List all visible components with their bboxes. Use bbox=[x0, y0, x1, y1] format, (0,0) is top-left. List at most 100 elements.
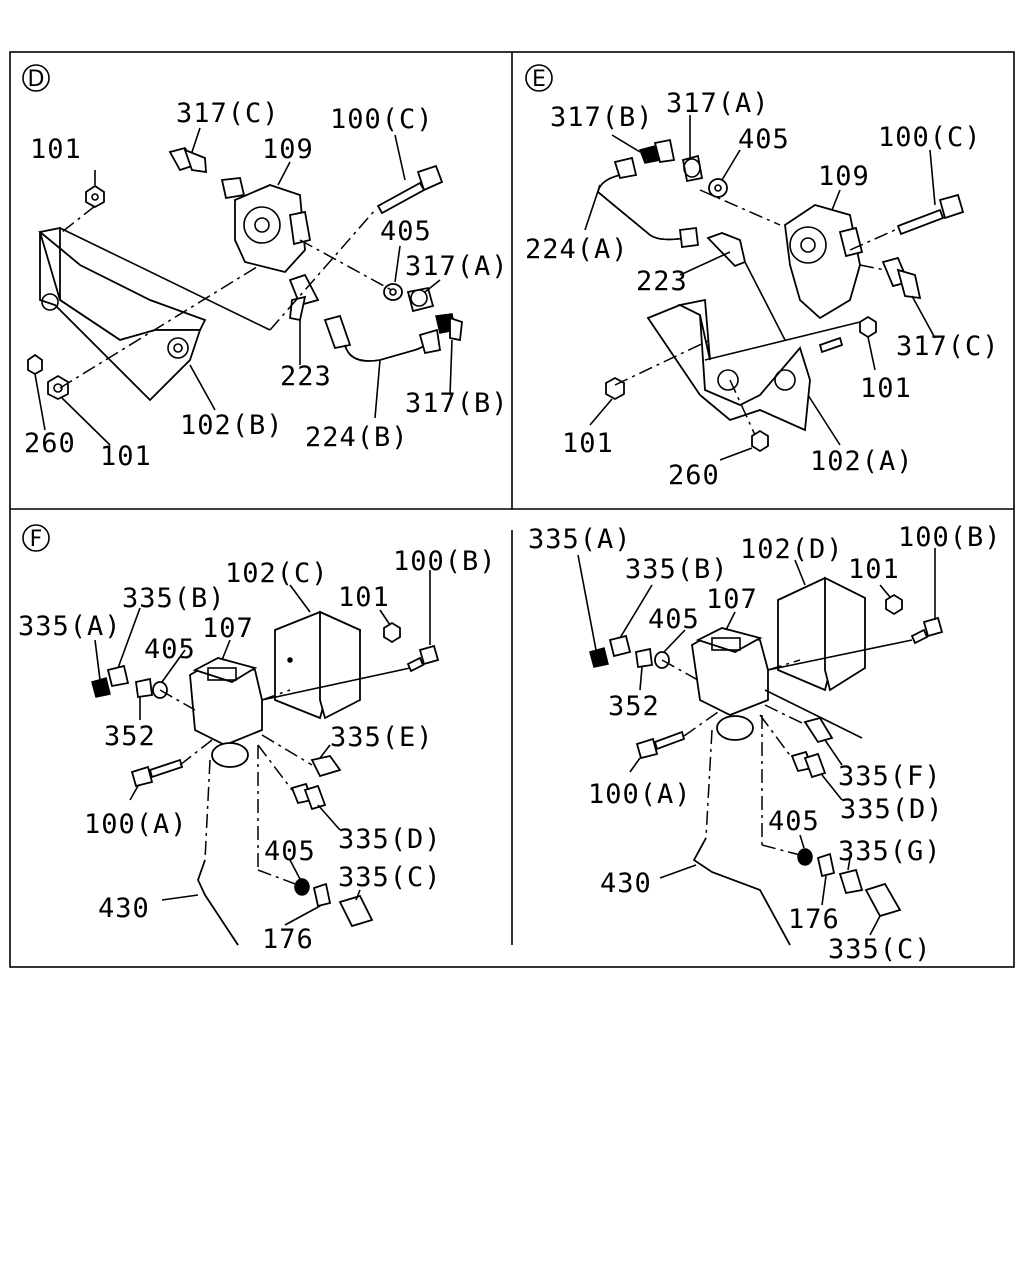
panel-d: D bbox=[22, 64, 509, 472]
label-101-d-top: 101 bbox=[30, 134, 82, 165]
bracket-102b bbox=[37, 226, 207, 402]
label-335a-f: 335(A) bbox=[18, 611, 122, 642]
label-317c-d: 317(C) bbox=[176, 98, 280, 129]
bolt-101-e-right-stem bbox=[818, 336, 844, 354]
fitting-176-g bbox=[816, 852, 836, 878]
label-109-d: 109 bbox=[262, 134, 314, 165]
label-335b-f: 335(B) bbox=[122, 583, 226, 614]
nut-101-e-left bbox=[605, 376, 625, 401]
label-260-e: 260 bbox=[668, 460, 720, 491]
fitting-317c-e bbox=[881, 256, 922, 300]
label-100b-g: 100(B) bbox=[898, 522, 1002, 553]
label-335d-g: 335(D) bbox=[840, 794, 944, 825]
label-335g: 335(G) bbox=[838, 836, 942, 867]
label-176-f: 176 bbox=[262, 924, 314, 955]
fitting-317a-d bbox=[406, 286, 435, 313]
fitting-335b-g bbox=[608, 634, 632, 658]
nut-101-f bbox=[383, 621, 401, 644]
label-335f: 335(F) bbox=[838, 761, 942, 792]
label-101-g: 101 bbox=[848, 554, 900, 585]
label-317a-d: 317(A) bbox=[405, 251, 509, 282]
fitting-317c bbox=[168, 146, 207, 174]
label-109-e: 109 bbox=[818, 161, 870, 192]
fitting-335d-f bbox=[290, 782, 327, 811]
label-224b: 224(B) bbox=[305, 422, 409, 453]
label-101-d-bottom: 101 bbox=[100, 441, 152, 472]
label-335b-g: 335(B) bbox=[625, 554, 729, 585]
svg-text:E: E bbox=[532, 67, 546, 92]
panel-e-badge: E bbox=[525, 64, 553, 92]
fitting-335d-g bbox=[790, 750, 827, 779]
label-430-f: 430 bbox=[98, 893, 150, 924]
label-405-e: 405 bbox=[738, 124, 790, 155]
label-317c-e: 317(C) bbox=[896, 331, 1000, 362]
fitting-176-f bbox=[312, 882, 332, 908]
label-102a: 102(A) bbox=[810, 446, 914, 477]
fitting-335a-f bbox=[91, 677, 111, 698]
fitting-223-e bbox=[706, 232, 747, 268]
label-335e: 335(E) bbox=[330, 722, 434, 753]
bracket-102a bbox=[646, 298, 811, 432]
fitting-335e bbox=[310, 754, 342, 778]
label-317a-e: 317(A) bbox=[666, 88, 770, 119]
label-335c-f: 335(C) bbox=[338, 862, 442, 893]
label-100c-e: 100(C) bbox=[878, 122, 982, 153]
label-223-e: 223 bbox=[636, 266, 688, 297]
label-352-f: 352 bbox=[104, 721, 156, 752]
hose-430-f bbox=[197, 859, 239, 946]
nut-101-d-top bbox=[85, 184, 105, 209]
label-100a-g: 100(A) bbox=[588, 779, 692, 810]
fitting-335c-f bbox=[338, 894, 374, 928]
label-102d: 102(D) bbox=[740, 534, 844, 565]
fitting-352-g bbox=[634, 647, 654, 669]
panel-f-badge: F bbox=[22, 524, 50, 552]
label-405-g-top: 405 bbox=[648, 604, 700, 635]
nut-260-e bbox=[751, 429, 769, 453]
label-223-d: 223 bbox=[280, 361, 332, 392]
label-176-g: 176 bbox=[788, 904, 840, 935]
panel-d-leaders bbox=[34, 127, 453, 446]
fitting-223-d bbox=[288, 273, 320, 322]
label-335c-g: 335(C) bbox=[828, 934, 932, 965]
fitting-335c-g bbox=[864, 882, 902, 918]
label-100c-d: 100(C) bbox=[330, 104, 434, 135]
nut-101-d-bottom bbox=[47, 374, 69, 401]
panel-d-badge: D bbox=[22, 64, 50, 92]
tube-224a bbox=[597, 156, 699, 249]
label-107-f: 107 bbox=[202, 613, 254, 644]
fitting-317b-e bbox=[639, 138, 676, 164]
label-224a: 224(A) bbox=[525, 234, 629, 265]
fitting-335a-g bbox=[589, 647, 609, 668]
fitting-335b-f bbox=[106, 664, 130, 688]
label-405-g-bottom: 405 bbox=[768, 806, 820, 837]
label-101-f: 101 bbox=[338, 582, 390, 613]
fitting-335g bbox=[838, 868, 864, 895]
washer-405-d bbox=[383, 283, 403, 301]
bolt-100a-f bbox=[130, 758, 184, 788]
label-317b-d: 317(B) bbox=[405, 388, 509, 419]
valve-109 bbox=[220, 177, 312, 274]
diagram-frame bbox=[9, 51, 1015, 968]
panel-f-leaders bbox=[94, 570, 431, 926]
label-352-g: 352 bbox=[608, 691, 660, 722]
label-405-d: 405 bbox=[380, 216, 432, 247]
label-100b-f: 100(B) bbox=[393, 546, 497, 577]
fitting-317b-d bbox=[435, 313, 463, 342]
label-102c: 102(C) bbox=[225, 558, 329, 589]
fitting-335f bbox=[803, 716, 834, 744]
label-335a-g: 335(A) bbox=[528, 524, 632, 555]
valve-107-g bbox=[691, 627, 769, 741]
valve-107-f bbox=[189, 657, 263, 768]
label-317b-e: 317(B) bbox=[550, 102, 654, 133]
label-101-e-left: 101 bbox=[562, 428, 614, 459]
label-100a-f: 100(A) bbox=[84, 809, 188, 840]
bracket-102d bbox=[777, 576, 866, 692]
bolt-100b-f bbox=[406, 644, 440, 673]
nut-101-g bbox=[885, 593, 903, 616]
nut-101-e-right bbox=[859, 315, 877, 339]
panel-e-leaders bbox=[584, 115, 936, 461]
label-102b: 102(B) bbox=[180, 410, 284, 441]
label-405-f-top: 405 bbox=[144, 634, 196, 665]
fitting-317a-e bbox=[681, 154, 704, 183]
